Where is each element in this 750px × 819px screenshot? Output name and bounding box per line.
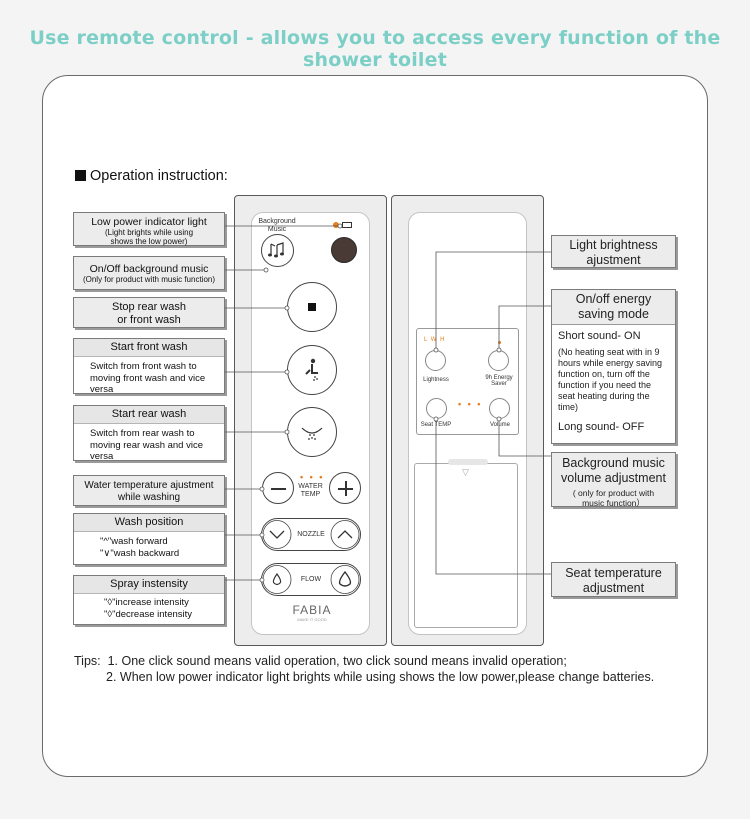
square-bullet-icon — [75, 170, 86, 181]
rear-wash-title: Start rear wash — [74, 406, 224, 424]
tip-1: 1. One click sound means valid operation… — [107, 654, 567, 668]
flow-control[interactable] — [261, 563, 361, 596]
seat-line1: Seat temperature — [565, 566, 662, 580]
short-sound-text: Short sound- ON — [558, 330, 641, 342]
wash-backward-text: "∨"wash backward — [100, 547, 180, 559]
front-wash-body: Switch from front wash to moving front w… — [90, 360, 206, 396]
spray-increase-text: "◊"increase intensity — [104, 596, 189, 608]
lightness-caption: Lightness — [423, 377, 449, 383]
stop-icon — [308, 303, 316, 311]
lightness-button[interactable] — [425, 350, 446, 371]
energy-saver-button[interactable] — [488, 350, 509, 371]
stop-wash-label: Stop rear wash or front wash — [73, 297, 225, 328]
energy-line2: saving mode — [578, 307, 649, 321]
water-temp-label: Water temperature ajustment while washin… — [73, 475, 225, 506]
section-title: Operation instruction: — [75, 168, 228, 184]
music-sub: (Only for product with music function) — [82, 275, 216, 285]
volume-adjustment-label: Background music volume adjustment ( onl… — [551, 452, 676, 508]
wash-forward-text: "^"wash forward — [100, 535, 168, 547]
stop-line1: Stop rear wash — [112, 301, 186, 313]
minus-icon — [271, 488, 286, 490]
volume-button[interactable] — [489, 398, 510, 419]
front-wash-icon — [305, 358, 318, 381]
bg-music-caption: Background Music — [258, 218, 296, 233]
battery-cover-latch — [448, 459, 488, 465]
volume-line1: Background music — [562, 456, 665, 470]
rear-wash-label: Start rear wash Switch from rear wash to… — [73, 405, 225, 462]
rear-wash-button[interactable] — [287, 407, 337, 457]
energy-saver-indicator — [498, 341, 501, 344]
front-wash-label: Start front wash Switch from front wash … — [73, 338, 225, 395]
water-temp-caption: WATER TEMP — [298, 483, 323, 498]
long-sound-text: Long sound- OFF — [558, 421, 645, 433]
open-arrow-icon: ▽ — [462, 467, 469, 477]
seat-temp-level-dots: • • • — [458, 399, 483, 409]
spray-decrease-text: "◊"decrease intensity — [104, 608, 193, 620]
rear-wash-body: Switch from rear wash to moving rear was… — [90, 427, 203, 463]
rear-wash-icon — [301, 427, 323, 440]
spray-intensity-label: Spray instensity "◊"increase intensity "… — [73, 575, 225, 625]
energy-saving-label: On/off energy saving mode Short sound- O… — [551, 289, 676, 444]
energy-line1: On/off energy — [575, 292, 652, 306]
music-title: On/Off background music — [89, 263, 209, 275]
stop-line2: or front wash — [117, 313, 181, 326]
background-music-label: On/Off background music (Only for produc… — [73, 256, 225, 290]
seat-temp-button[interactable] — [426, 398, 447, 419]
low-power-sub: (Light brights while using shows the low… — [104, 228, 194, 247]
battery-cover[interactable] — [414, 463, 518, 628]
section-title-text: Operation instruction: — [90, 168, 228, 184]
music-button[interactable] — [261, 234, 294, 267]
water-temp-line2: while washing — [117, 491, 181, 503]
volume-line2: volume adjustment — [561, 471, 666, 485]
plus-icon-v — [345, 481, 347, 496]
low-power-title: Low power indicator light — [91, 216, 207, 228]
brand-logo: FABIA — [292, 603, 332, 617]
water-temp-increase-button[interactable] — [329, 472, 361, 504]
wash-position-title: Wash position — [74, 514, 224, 532]
seat-line2: adjustment — [582, 581, 645, 595]
volume-caption: Volume — [489, 422, 510, 428]
stop-button[interactable] — [287, 282, 337, 332]
volume-sub: ( only for product with music function） — [572, 488, 655, 508]
power-button[interactable] — [331, 237, 357, 263]
water-temp-line1: Water temperature ajustment — [84, 480, 214, 491]
energy-saving-header: On/off energy saving mode — [552, 290, 675, 325]
tips-label: Tips: — [74, 654, 101, 668]
water-temp-level-dots: • • • — [300, 472, 325, 482]
page-headline: Use remote control - allows you to acces… — [29, 27, 721, 71]
battery-icon — [342, 222, 352, 228]
energy-note-text: (No heating seat with in 9 hours while e… — [558, 347, 663, 412]
light-line1: Light brightness — [569, 238, 658, 252]
light-brightness-label: Light brightness ajustment — [551, 235, 676, 268]
energy-saver-caption: 9h Energy Saver — [485, 375, 513, 387]
light-line2: ajustment — [586, 253, 641, 267]
front-wash-button[interactable] — [287, 345, 337, 395]
spray-title: Spray instensity — [74, 576, 224, 594]
lwh-indicator: L W H — [424, 337, 446, 343]
music-note-icon — [268, 242, 284, 258]
wash-position-label: Wash position "^"wash forward "∨"wash ba… — [73, 513, 225, 565]
low-power-light-icon — [333, 222, 339, 228]
brand-tagline: MAKE IT GOOD — [297, 617, 327, 622]
front-wash-title: Start front wash — [74, 339, 224, 357]
low-power-indicator-label: Low power indicator light (Light brights… — [73, 212, 225, 246]
water-temp-decrease-button[interactable] — [262, 472, 294, 504]
seat-temp-caption: Seat TEMP — [420, 422, 452, 428]
tip-2: 2. When low power indicator light bright… — [106, 670, 655, 684]
seat-temperature-label: Seat temperature adjustment — [551, 562, 676, 597]
nozzle-caption: NOZZLE — [297, 531, 325, 538]
tips-section: Tips: 1. One click sound means valid ope… — [74, 653, 654, 685]
flow-caption: FLOW — [300, 576, 322, 583]
